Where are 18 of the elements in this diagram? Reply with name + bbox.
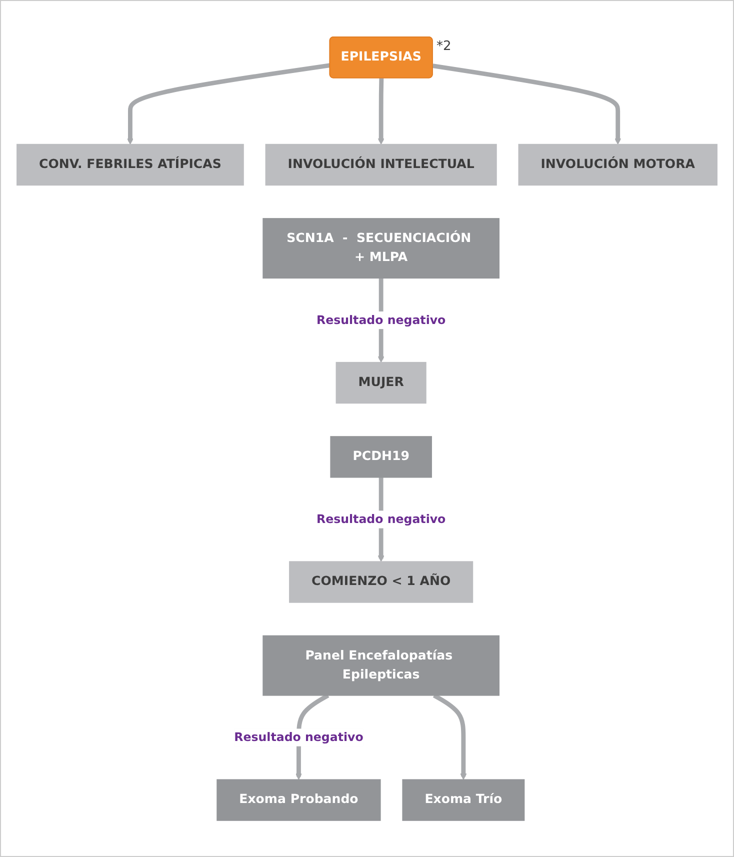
edge-label: Resultado negativo — [316, 312, 446, 327]
node-box: CONV. FEBRILES ATÍPICAS — [16, 144, 244, 186]
edge-label: Resultado negativo — [316, 512, 446, 526]
node-box: INVOLUCIÓN MOTORA — [518, 144, 718, 186]
footnote-mark: *2 — [436, 38, 452, 54]
arrow — [432, 693, 467, 780]
node-box: Panel Encefalopatías Epilepticas — [262, 635, 500, 696]
node-box: COMIENZO < 1 AÑO — [289, 560, 474, 603]
node-box: Exoma Trío — [402, 778, 525, 821]
node-box: PCDH19 — [330, 436, 432, 478]
node-box: MUJER — [336, 362, 426, 404]
node-box: INVOLUCIÓN INTELECTUAL — [265, 144, 497, 186]
arrow — [378, 78, 384, 144]
node-box: SCN1A - SECUENCIACIÓN + MLPA — [262, 218, 500, 278]
edge-label: Resultado negativo — [234, 730, 364, 744]
node-box: Exoma Probando — [216, 778, 381, 821]
arrow — [126, 62, 330, 144]
arrow — [432, 63, 622, 144]
